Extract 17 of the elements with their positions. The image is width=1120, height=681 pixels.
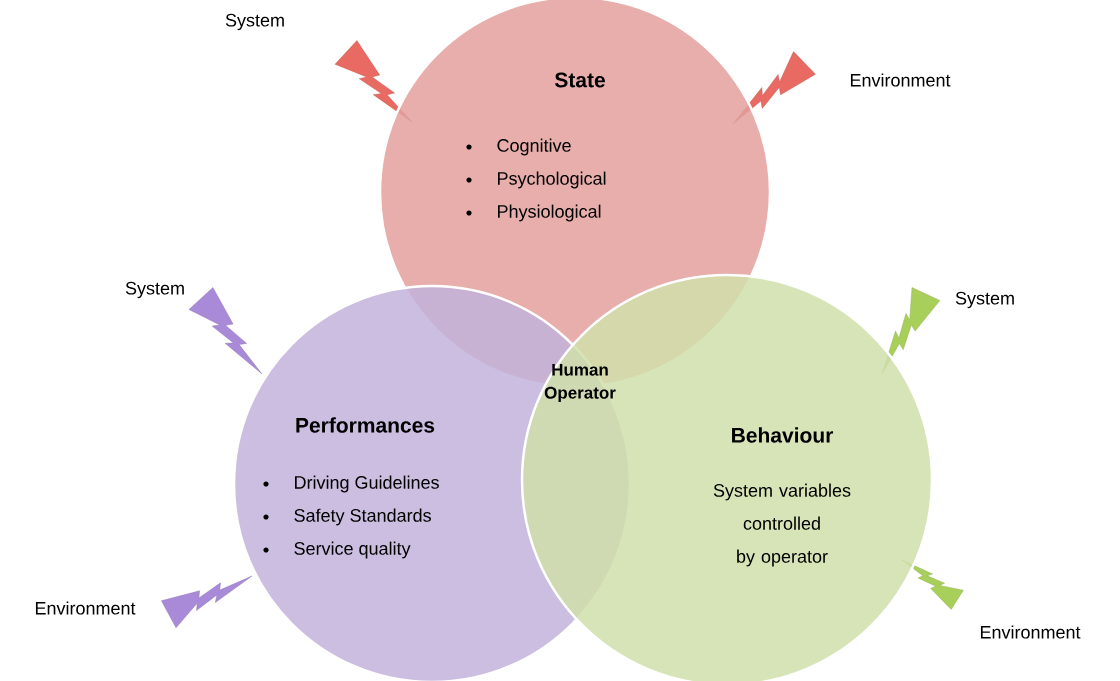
influence-label: System [125, 281, 184, 299]
influence-label: System [225, 13, 284, 31]
center-label: Human Operator [544, 363, 616, 403]
influence-label: System [955, 291, 1014, 309]
body-text: System variables controlled by operator [713, 483, 851, 567]
list-item: Driving Guidelines [295, 475, 439, 493]
list-item: Safety Standards [294, 508, 431, 526]
list-item: Physiological [498, 204, 601, 222]
influence-label: Environment [980, 625, 1081, 639]
heading: Performances [296, 417, 435, 433]
list-item: Psychological [498, 171, 606, 189]
influence-label: Environment [35, 601, 136, 615]
heading: State [554, 72, 605, 88]
list-item: Cognitive [497, 138, 571, 156]
heading: Behaviour [732, 427, 834, 443]
list-item: Service quality [294, 541, 411, 559]
influence-label: Environment [850, 73, 951, 87]
